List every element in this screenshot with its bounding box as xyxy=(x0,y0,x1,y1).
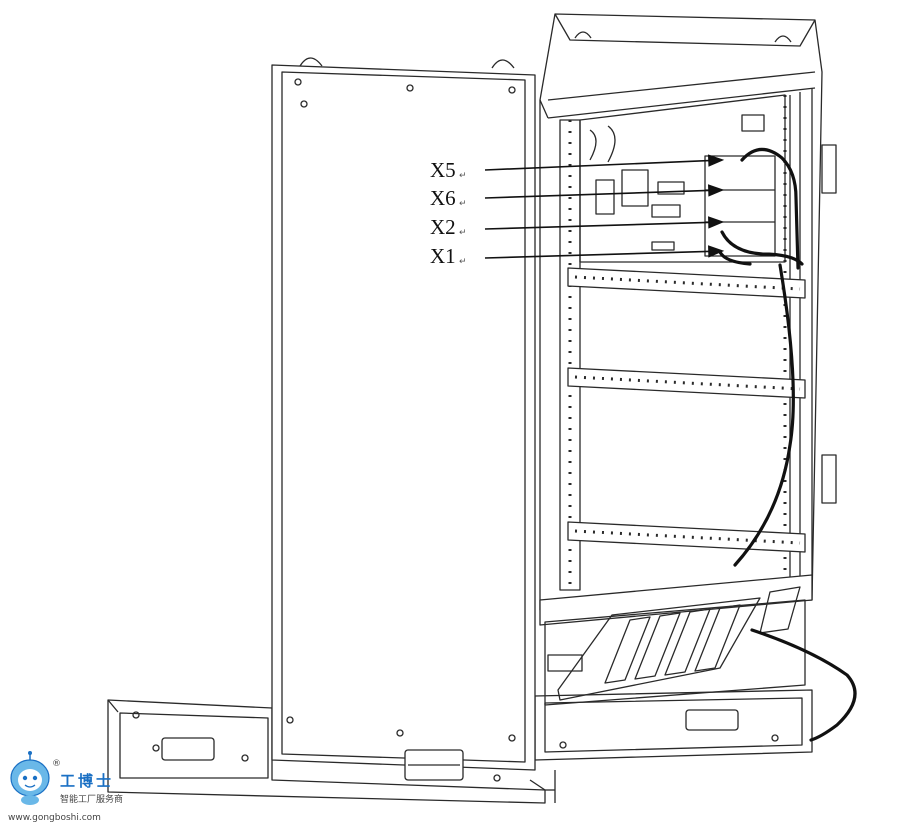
registered-mark: ® xyxy=(52,759,61,769)
cabinet-rails xyxy=(567,267,806,553)
callout-x5-label: X5 xyxy=(430,158,456,182)
mounting-plate xyxy=(579,94,786,263)
cable-exit xyxy=(750,628,857,742)
cable-mid xyxy=(720,230,804,266)
cabinet-base xyxy=(107,689,813,804)
gland-plate xyxy=(539,574,813,706)
callout-x1-leader xyxy=(484,250,713,259)
brand-tagline: 智能工厂服务商 xyxy=(60,793,123,805)
callout-x5-mark: ↵ xyxy=(459,171,467,181)
callout-x2-arrowhead xyxy=(708,216,725,229)
cable-top xyxy=(740,147,800,270)
cables xyxy=(718,147,857,742)
cabinet-body xyxy=(539,13,837,611)
callout-x1-label: X1 xyxy=(430,244,456,268)
callout-x6-mark: ↵ xyxy=(459,199,467,209)
callout-x6-arrowhead xyxy=(707,184,725,197)
cable-x1 xyxy=(718,250,752,266)
callout-x2-mark: ↵ xyxy=(459,228,467,238)
callout-x6-leader xyxy=(484,189,713,199)
brand-url: www.gongboshi.com xyxy=(8,813,101,823)
brand-name: 工博士 xyxy=(60,772,114,790)
robot-mascot-icon xyxy=(10,751,50,805)
callout-x5-arrowhead xyxy=(707,154,725,167)
callout-x2-label: X2 xyxy=(430,215,456,239)
callout-labels: X5 ↵ X6 ↵ X2 ↵ X1 ↵ xyxy=(430,158,467,268)
watermark: ® 工博士 智能工厂服务商 www.gongboshi.com xyxy=(8,751,123,823)
callout-lines xyxy=(484,154,725,259)
callout-x5-leader xyxy=(484,159,713,171)
cabinet-door xyxy=(271,57,536,781)
callout-x1-mark: ↵ xyxy=(459,257,467,267)
callout-x2-leader xyxy=(484,221,713,230)
callout-x1-arrowhead xyxy=(708,245,725,258)
callout-x6-label: X6 xyxy=(430,186,456,210)
cable-long xyxy=(733,263,795,567)
